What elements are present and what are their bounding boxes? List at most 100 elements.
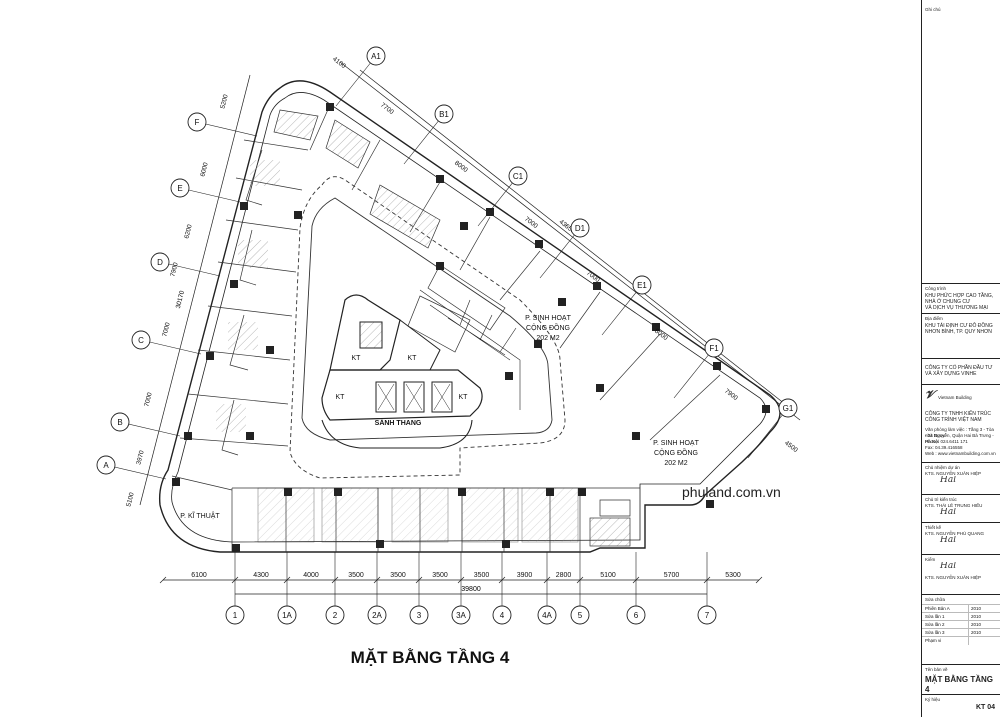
left-dimension-4: 7900 xyxy=(169,261,179,277)
consultant-line-1: CÔNG TY TNHH KIẾN TRÚC xyxy=(925,411,992,417)
left-total-dimension: 30170 xyxy=(175,290,186,310)
left-dimension-2: 7000 xyxy=(143,391,153,407)
role-4: Kiểm xyxy=(925,557,936,562)
room-label-community-1: P. SINH HOẠT xyxy=(525,315,571,322)
room-label-kt-1: KT xyxy=(352,355,362,362)
grid-bubble-4a: 4A xyxy=(537,552,557,625)
grid-bubble-1a: 1A xyxy=(277,552,297,625)
room-label-community-2b: CỘNG ĐỒNG xyxy=(654,447,698,457)
inner-courtyard xyxy=(289,176,566,479)
role-3: Thiết kế xyxy=(925,525,942,530)
signature-3: Hal xyxy=(940,536,957,544)
client-line-2: VÀ XÂY DỰNG VINHE xyxy=(925,371,977,377)
signature-1: Hal xyxy=(940,476,957,484)
grid-bubble-3: 3 xyxy=(409,552,429,625)
bottom-dimension-11: 5300 xyxy=(725,572,741,579)
grid-bubble-2: 2 xyxy=(325,552,345,625)
location-label: Địa điểm xyxy=(925,316,943,321)
left-dimension-3: 7000 xyxy=(161,321,171,337)
role-4-name: KTS. NGUYỄN XUÂN HIỆP xyxy=(925,575,982,580)
svg-text:F1: F1 xyxy=(709,344,719,353)
address-line-1: Văn phòng làm việc : Tầng 3 - Tòa nhà Dư… xyxy=(925,427,994,438)
consultant-line-2: CÔNG TRÌNH VIỆT NAM xyxy=(925,417,982,423)
plan-title: MẶT BẰNG TẦNG 4 xyxy=(351,648,510,667)
svg-text:D: D xyxy=(157,258,163,267)
grid-bubble-6: 6 xyxy=(626,552,646,625)
right-dimension-1: 7700 xyxy=(379,102,395,117)
right-dimension-5: 8000 xyxy=(653,328,669,343)
bottom-dimension-1: 4300 xyxy=(253,572,269,579)
svg-text:D1: D1 xyxy=(575,224,586,233)
sheet-number: KT 04 xyxy=(975,704,995,711)
client-line-1: CÔNG TY CỔ PHẦN ĐẦU TƯ xyxy=(925,365,993,371)
role-2: Chủ trì kiến trúc xyxy=(925,497,957,502)
svg-text:2A: 2A xyxy=(372,611,382,620)
grid-bubble-a: A xyxy=(96,455,167,480)
svg-text:1: 1 xyxy=(233,611,238,620)
svg-text:E1: E1 xyxy=(637,281,647,290)
svg-text:7: 7 xyxy=(705,611,710,620)
bottom-dimension-0: 6100 xyxy=(191,572,207,579)
grid-bubble-c: C xyxy=(131,330,202,355)
left-dimension-7: 5200 xyxy=(219,93,229,109)
role-1: Chủ nhiệm dự án xyxy=(925,465,960,470)
grid-bubble-e: E xyxy=(170,178,241,203)
bottom-dimension-6: 3500 xyxy=(474,572,490,579)
revision-row-5: Phạm vi xyxy=(922,636,1000,645)
grid-bubble-4: 4 xyxy=(492,552,512,625)
left-dimension-5: 6200 xyxy=(183,223,193,239)
svg-text:A: A xyxy=(103,461,109,470)
grid-bubble-e1: E1 xyxy=(601,275,652,336)
stair-core xyxy=(321,289,521,449)
svg-text:3A: 3A xyxy=(456,611,466,620)
svg-text:3: 3 xyxy=(417,611,422,620)
consultant-logo: 𝓥 xyxy=(925,388,935,401)
fax: Fax: 04.39.416558 xyxy=(925,445,963,450)
room-label-technical: P. KĨ THUẬT xyxy=(180,511,220,520)
svg-text:5: 5 xyxy=(578,611,583,620)
right-dimension-7: 4500 xyxy=(783,440,799,455)
sheet-title: MẶT BẰNG TẦNG 4 xyxy=(925,675,993,694)
right-dimension-0: 4100 xyxy=(331,56,347,71)
grid-bubble-c1: C1 xyxy=(477,166,528,227)
brand-name: Vietnam Building xyxy=(938,395,972,400)
project-line-3: VÀ DỊCH VỤ THƯƠNG MẠI xyxy=(925,305,988,311)
sheet-number-label: Ký hiệu xyxy=(925,697,941,702)
grid-bubble-f1: F1 xyxy=(673,338,724,399)
svg-text:C: C xyxy=(138,336,144,345)
svg-text:4: 4 xyxy=(500,611,505,620)
right-dimension-6: 7900 xyxy=(723,388,739,403)
grid-bubble-2a: 2A xyxy=(367,552,387,625)
room-area-community-2: 202 M2 xyxy=(664,460,687,467)
svg-text:1A: 1A xyxy=(282,611,292,620)
svg-text:4A: 4A xyxy=(542,611,552,620)
watermark: phuland.com.vn xyxy=(682,484,781,500)
bottom-grid-bubbles: 1 1A 2 2A 3 3A 4 4A 5 6 7 xyxy=(225,552,717,625)
grid-bubble-5: 5 xyxy=(570,552,590,625)
left-dimension-line xyxy=(139,74,251,506)
role-3-name: KTS. NGUYỄN PHÚ QUANG xyxy=(925,531,985,536)
room-label-kt-2: KT xyxy=(336,394,346,401)
grid-bubble-7: 7 xyxy=(697,552,717,625)
grid-bubble-g1: G1 xyxy=(747,398,798,459)
grid-bubble-a1: A1 xyxy=(335,46,386,107)
grid-bubble-b: B xyxy=(110,412,181,437)
grid-bubble-1: 1 xyxy=(225,552,245,625)
bottom-dimension-8: 2800 xyxy=(556,572,572,579)
svg-text:2: 2 xyxy=(333,611,338,620)
role-2-name: KTS. THÁI LÊ TRUNG HIẾU xyxy=(925,503,983,508)
grid-bubble-3a: 3A xyxy=(451,552,471,625)
room-label-kt-4: KT xyxy=(408,355,418,362)
website: Web : www.vietnambuilding.com.vn xyxy=(925,451,996,456)
room-area-community-1: 202 M2 xyxy=(536,335,559,342)
project-line-2: NHÀ Ở CHUNG CƯ xyxy=(925,299,971,305)
svg-text:G1: G1 xyxy=(783,404,794,413)
